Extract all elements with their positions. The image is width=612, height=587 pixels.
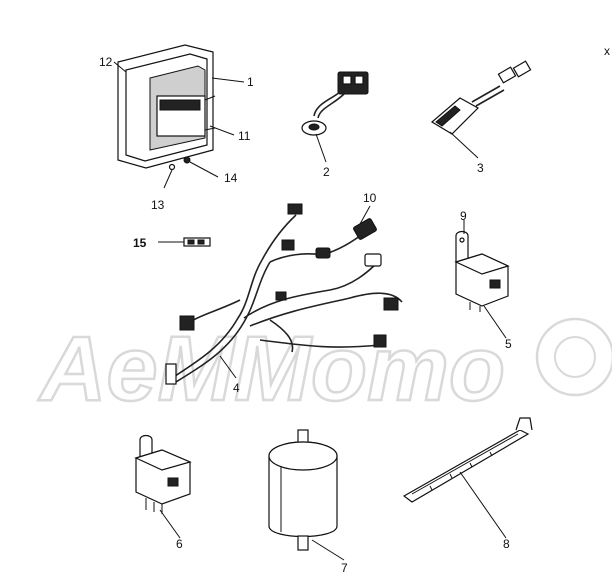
watermark-wheel-hub (554, 336, 596, 378)
relay-icon (454, 230, 510, 312)
callout-13: 13 (151, 198, 165, 212)
cable-tie-icon (402, 417, 533, 503)
callout-8: 8 (503, 537, 510, 551)
callout-12: 12 (99, 55, 113, 69)
callout-2: 2 (323, 165, 330, 179)
sensor-connector-icon (301, 71, 369, 136)
callout-10: 10 (363, 191, 377, 205)
callout-7: 7 (341, 561, 348, 575)
pressure-sensor-icon (430, 60, 532, 135)
callout-numbers: 12 1 11 13 14 15 2 3 10 9 4 5 6 7 8 (99, 55, 512, 575)
callout-15: 15 (133, 236, 147, 250)
callout-5: 5 (505, 337, 512, 351)
corner-mark: x (604, 44, 610, 58)
callout-11: 11 (238, 129, 251, 143)
callout-3: 3 (477, 161, 484, 175)
fuel-filter-icon (268, 429, 338, 551)
ecu-module-icon (117, 44, 216, 171)
wiring-harness-icon (165, 203, 403, 385)
callout-9: 9 (460, 209, 467, 223)
label-tag-icon (183, 237, 211, 247)
relay-icon (134, 434, 192, 514)
callout-4: 4 (233, 381, 240, 395)
callout-6: 6 (176, 537, 183, 551)
callout-1: 1 (247, 75, 254, 89)
callout-14: 14 (224, 171, 238, 185)
leader-lines (113, 61, 507, 561)
watermark: AeMMomo (37, 317, 612, 421)
watermark-text: AeMMomo (38, 318, 505, 420)
watermark-wheel (535, 317, 612, 397)
